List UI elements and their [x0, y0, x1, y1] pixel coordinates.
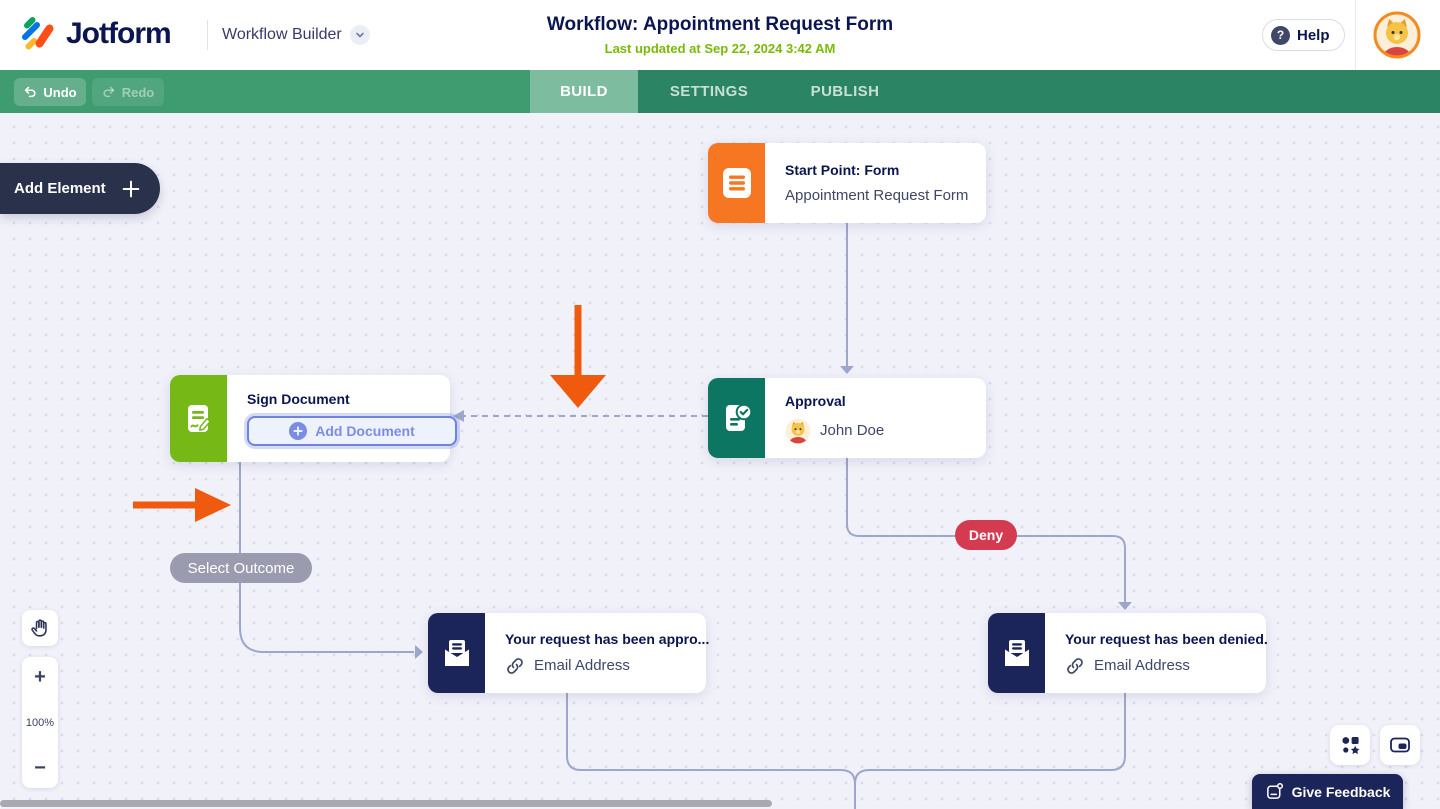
redo-button[interactable]: Redo: [92, 78, 164, 106]
minimap-toggle-button[interactable]: [1380, 725, 1420, 765]
node-approval[interactable]: Approval: [708, 378, 986, 458]
toolbar-right-segment: [530, 70, 1440, 113]
connector-denied-merge: [854, 693, 1126, 809]
undo-label: Undo: [43, 84, 77, 100]
node-title: Your request has been denied.: [1065, 630, 1268, 647]
app-header: Jotform Workflow Builder Workflow: Appoi…: [0, 0, 1440, 70]
zoom-out-button[interactable]: −: [26, 754, 54, 782]
email-icon: [428, 613, 485, 693]
feedback-icon: [1266, 782, 1283, 799]
arrowhead-down: [1118, 602, 1132, 610]
horizontal-scrollbar[interactable]: [0, 800, 772, 807]
add-document-label: Add Document: [315, 423, 415, 439]
tab-build[interactable]: BUILD: [530, 70, 638, 113]
add-document-button[interactable]: Add Document: [247, 416, 457, 446]
orange-right-arrow-shaft: [133, 501, 195, 509]
undo-button[interactable]: Undo: [14, 78, 86, 106]
orange-right-arrow-head: [195, 488, 231, 522]
connector-approved-merge: [566, 693, 856, 809]
add-element-button[interactable]: Add Element: [0, 163, 160, 214]
brand-wordmark: Jotform: [66, 17, 172, 50]
deny-branch-label[interactable]: Deny: [955, 520, 1017, 550]
give-feedback-button[interactable]: Give Feedback: [1252, 774, 1403, 809]
assignee-name: John Doe: [820, 422, 885, 439]
approval-icon: [708, 378, 765, 458]
workflow-canvas[interactable]: Add Element Start Point: Form Appointmen…: [0, 113, 1440, 809]
toolbar-left-segment: [0, 70, 530, 113]
arrowhead-right: [415, 645, 423, 659]
tab-settings[interactable]: SETTINGS: [669, 83, 749, 100]
node-title: Sign Document: [247, 391, 350, 407]
node-sign-document[interactable]: Sign Document Add Document: [170, 375, 457, 462]
plus-circle-icon: [289, 422, 308, 440]
email-icon: [988, 613, 1045, 693]
orange-down-arrow-head: [550, 375, 606, 408]
help-label: Help: [1297, 26, 1330, 44]
plus-icon: [122, 180, 140, 197]
page-title: Workflow: Appointment Request Form: [546, 14, 894, 35]
avatar[interactable]: [1373, 11, 1421, 59]
zoom-level: 100%: [25, 716, 55, 729]
elements-panel-button[interactable]: [1330, 725, 1370, 765]
node-subtitle: Appointment Request Form: [785, 187, 969, 204]
chevron-down-icon: [349, 25, 370, 45]
product-name: Workflow Builder: [222, 26, 342, 43]
help-button[interactable]: ? Help: [1262, 19, 1345, 51]
pan-tool-button[interactable]: [22, 610, 58, 646]
email-field: Email Address: [1094, 657, 1190, 674]
tab-publish[interactable]: PUBLISH: [810, 83, 880, 100]
header-divider: [207, 20, 208, 50]
product-switcher[interactable]: Workflow Builder: [222, 0, 370, 70]
email-field: Email Address: [534, 657, 630, 674]
select-outcome-label[interactable]: Select Outcome: [170, 553, 312, 583]
last-updated-text: Last updated at Sep 22, 2024 3:42 AM: [604, 41, 836, 56]
feedback-label: Give Feedback: [1291, 783, 1391, 800]
node-start-point[interactable]: Start Point: Form Appointment Request Fo…: [708, 143, 986, 223]
node-email-denied[interactable]: Your request has been denied. Email Addr…: [988, 613, 1268, 693]
node-title: Your request has been appro...: [505, 630, 710, 647]
minimap-icon: [1390, 737, 1410, 753]
zoom-in-button[interactable]: +: [26, 663, 54, 691]
redo-icon: [103, 86, 114, 98]
sign-document-icon: [170, 375, 227, 462]
jotform-logo-icon: [22, 17, 54, 50]
link-icon: [1067, 657, 1083, 674]
question-mark-icon: ?: [1271, 25, 1290, 45]
form-icon: [708, 143, 765, 223]
jotform-logo[interactable]: Jotform: [20, 15, 172, 53]
build-toolbar: Undo Redo BUILD SETTINGS PUBLISH: [0, 70, 1440, 113]
orange-down-arrow-shaft: [574, 305, 582, 377]
hand-icon: [31, 619, 47, 637]
shapes-icon: [1342, 737, 1360, 754]
undo-icon: [25, 86, 36, 98]
header-divider: [1355, 0, 1356, 70]
node-title: Approval: [785, 392, 846, 409]
redo-label: Redo: [121, 84, 155, 100]
zoom-panel: + 100% −: [22, 657, 58, 788]
arrowhead-down: [840, 366, 854, 374]
assignee-avatar: [785, 418, 811, 443]
add-element-label: Add Element: [14, 180, 106, 197]
node-title: Start Point: Form: [785, 162, 900, 178]
node-email-approved[interactable]: Your request has been appro... Email Add…: [428, 613, 710, 693]
workflow-title-block: Workflow: Appointment Request Form Last …: [0, 14, 1440, 56]
link-icon: [507, 657, 523, 674]
